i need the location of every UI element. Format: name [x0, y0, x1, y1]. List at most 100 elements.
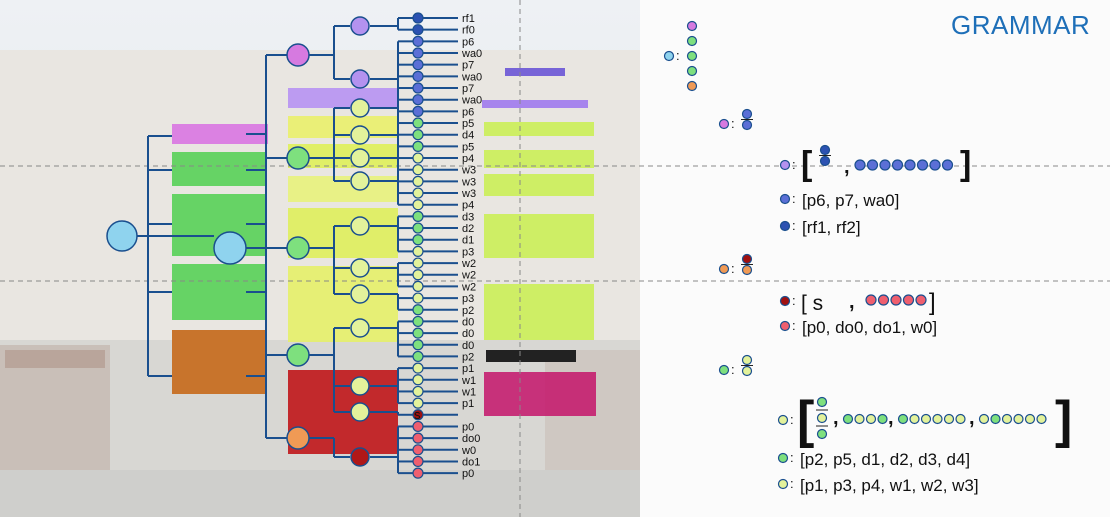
- facade-node: [213, 231, 247, 265]
- grammar-symbol: [990, 413, 1001, 425]
- leaf-node: [412, 420, 424, 433]
- leaf-node: [412, 315, 424, 328]
- grammar-symbol: [877, 413, 888, 425]
- leaf-node: [412, 397, 424, 409]
- leaf-node: [412, 47, 424, 59]
- leaf-label: w2: [461, 270, 476, 282]
- leaf-label: wa0: [461, 71, 482, 83]
- rule-salmon-terminals: [p0, do0, do1, w0]: [802, 318, 937, 337]
- leaf-label: rf0: [462, 25, 475, 37]
- comma: ,: [849, 291, 855, 313]
- grammar-lhs-symbol: [779, 220, 791, 232]
- leaf-node: [412, 280, 424, 293]
- colon: :: [792, 293, 796, 308]
- colon: :: [792, 157, 796, 172]
- grammar-panel: :::[,]:[p6, p7, wa0]:[rf1, rf2]::[ s,]:[…: [663, 20, 1072, 495]
- leaf-node: [412, 175, 424, 187]
- close-bracket: ]: [929, 289, 936, 316]
- leaf-node: [412, 350, 424, 363]
- rule-red-open: [ s: [801, 292, 823, 315]
- leaf-label: p1: [462, 363, 474, 375]
- grammar-symbol: [816, 396, 828, 408]
- grammar-symbol: [915, 294, 927, 306]
- leaf-node: [412, 385, 424, 398]
- colon: :: [731, 261, 735, 276]
- leaf-node: [412, 164, 424, 176]
- leaf-label: w2: [461, 258, 476, 270]
- leaf-node: [412, 35, 424, 47]
- leaf-node: [412, 199, 424, 211]
- leaf-node: [412, 152, 424, 164]
- element-node: [350, 318, 370, 338]
- open-bracket: [: [797, 391, 814, 449]
- leaf-label: p5: [462, 141, 474, 153]
- grammar-symbol: [865, 413, 877, 425]
- leaf-node: [412, 444, 424, 456]
- comma: ,: [969, 407, 975, 429]
- colon: :: [790, 476, 794, 491]
- parse-tree-nodes: [106, 12, 424, 479]
- grammar-symbol: [897, 413, 909, 425]
- leaf-node: [412, 210, 424, 222]
- grammar-symbol: [902, 294, 915, 306]
- leaf-node: [412, 292, 424, 304]
- grammar-symbol: [909, 413, 920, 425]
- rule-green-terminals: [p2, p5, d1, d2, d3, d4]: [800, 450, 970, 469]
- comma: ,: [888, 407, 894, 429]
- leaf-node: [412, 339, 424, 351]
- comma: ,: [833, 407, 839, 429]
- grammar-symbol: [866, 159, 879, 171]
- grammar-symbol: [819, 155, 831, 167]
- grammar-lhs-symbol: [779, 320, 791, 332]
- leaf-label: p3: [462, 246, 474, 258]
- leaf-label: do0: [462, 433, 480, 445]
- leaf-node: [412, 105, 424, 117]
- floor-node: [286, 343, 310, 367]
- colon: :: [792, 318, 796, 333]
- colon: :: [792, 191, 796, 206]
- grammar-symbol: [877, 294, 890, 306]
- grammar-symbol: [686, 35, 698, 47]
- grammar-symbol: [741, 253, 753, 265]
- grammar-lhs-symbol: [779, 159, 791, 171]
- leaf-label: p7: [462, 83, 474, 95]
- grammar-symbol: [879, 159, 891, 171]
- colon: :: [790, 450, 794, 465]
- grammar-symbol: [816, 428, 828, 440]
- leaf-label: p6: [462, 106, 474, 118]
- grammar-symbol: [1024, 413, 1036, 425]
- element-node: [350, 284, 370, 304]
- comma: ,: [844, 156, 850, 178]
- element-node: [350, 258, 370, 278]
- leaf-node: [412, 362, 424, 374]
- leaf-node: [412, 12, 424, 24]
- leaf-label: d0: [462, 316, 474, 328]
- leaf-label: p2: [462, 351, 474, 363]
- grammar-lhs-symbol: [779, 193, 791, 205]
- leaf-node: [412, 129, 424, 141]
- element-node: [350, 16, 370, 36]
- grammar-symbol: [932, 413, 943, 425]
- colon: :: [790, 412, 794, 427]
- leaf-node: [412, 432, 424, 444]
- grammar-lhs-symbol: [777, 414, 789, 426]
- leaf-label: p3: [462, 293, 474, 305]
- grammar-symbol: [890, 294, 902, 306]
- grammar-symbol: [916, 159, 929, 171]
- grammar-symbol: [686, 80, 698, 92]
- grammar-symbol: [741, 119, 753, 131]
- grammar-symbol: [1013, 413, 1024, 425]
- grammar-symbol: [941, 159, 954, 171]
- grammar-symbol: [865, 294, 877, 306]
- leaf-node: [412, 374, 424, 386]
- rule-darkblue-terminals: [rf1, rf2]: [802, 218, 861, 237]
- leaf-label: p6: [462, 36, 474, 48]
- floor-node: [286, 426, 310, 450]
- grammar-symbol: [842, 413, 854, 425]
- leaf-label: w1: [461, 375, 476, 387]
- leaf-label: do1: [462, 456, 480, 468]
- floor-node: [286, 236, 310, 260]
- leaf-node: [412, 269, 424, 281]
- leaf-label: d2: [462, 223, 474, 235]
